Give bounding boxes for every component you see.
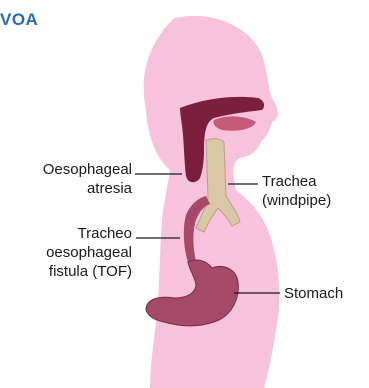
label-trachea-line-2: (windpipe) — [262, 191, 367, 210]
label-oesophageal-atresia-line-2: atresia — [10, 179, 132, 198]
label-stomach: Stomach — [284, 284, 368, 303]
label-trachea-line-1: Trachea — [262, 172, 367, 191]
label-tof-line-1: Tracheo — [10, 224, 132, 243]
label-oesophageal-atresia: Oesophageal atresia — [10, 160, 132, 198]
label-tof-line-3: fistula (TOF) — [10, 262, 132, 281]
label-tof: Tracheo oesophageal fistula (TOF) — [10, 224, 132, 281]
label-oesophageal-atresia-line-1: Oesophageal — [10, 160, 132, 179]
label-trachea: Trachea (windpipe) — [262, 172, 367, 210]
label-tof-line-2: oesophageal — [10, 243, 132, 262]
